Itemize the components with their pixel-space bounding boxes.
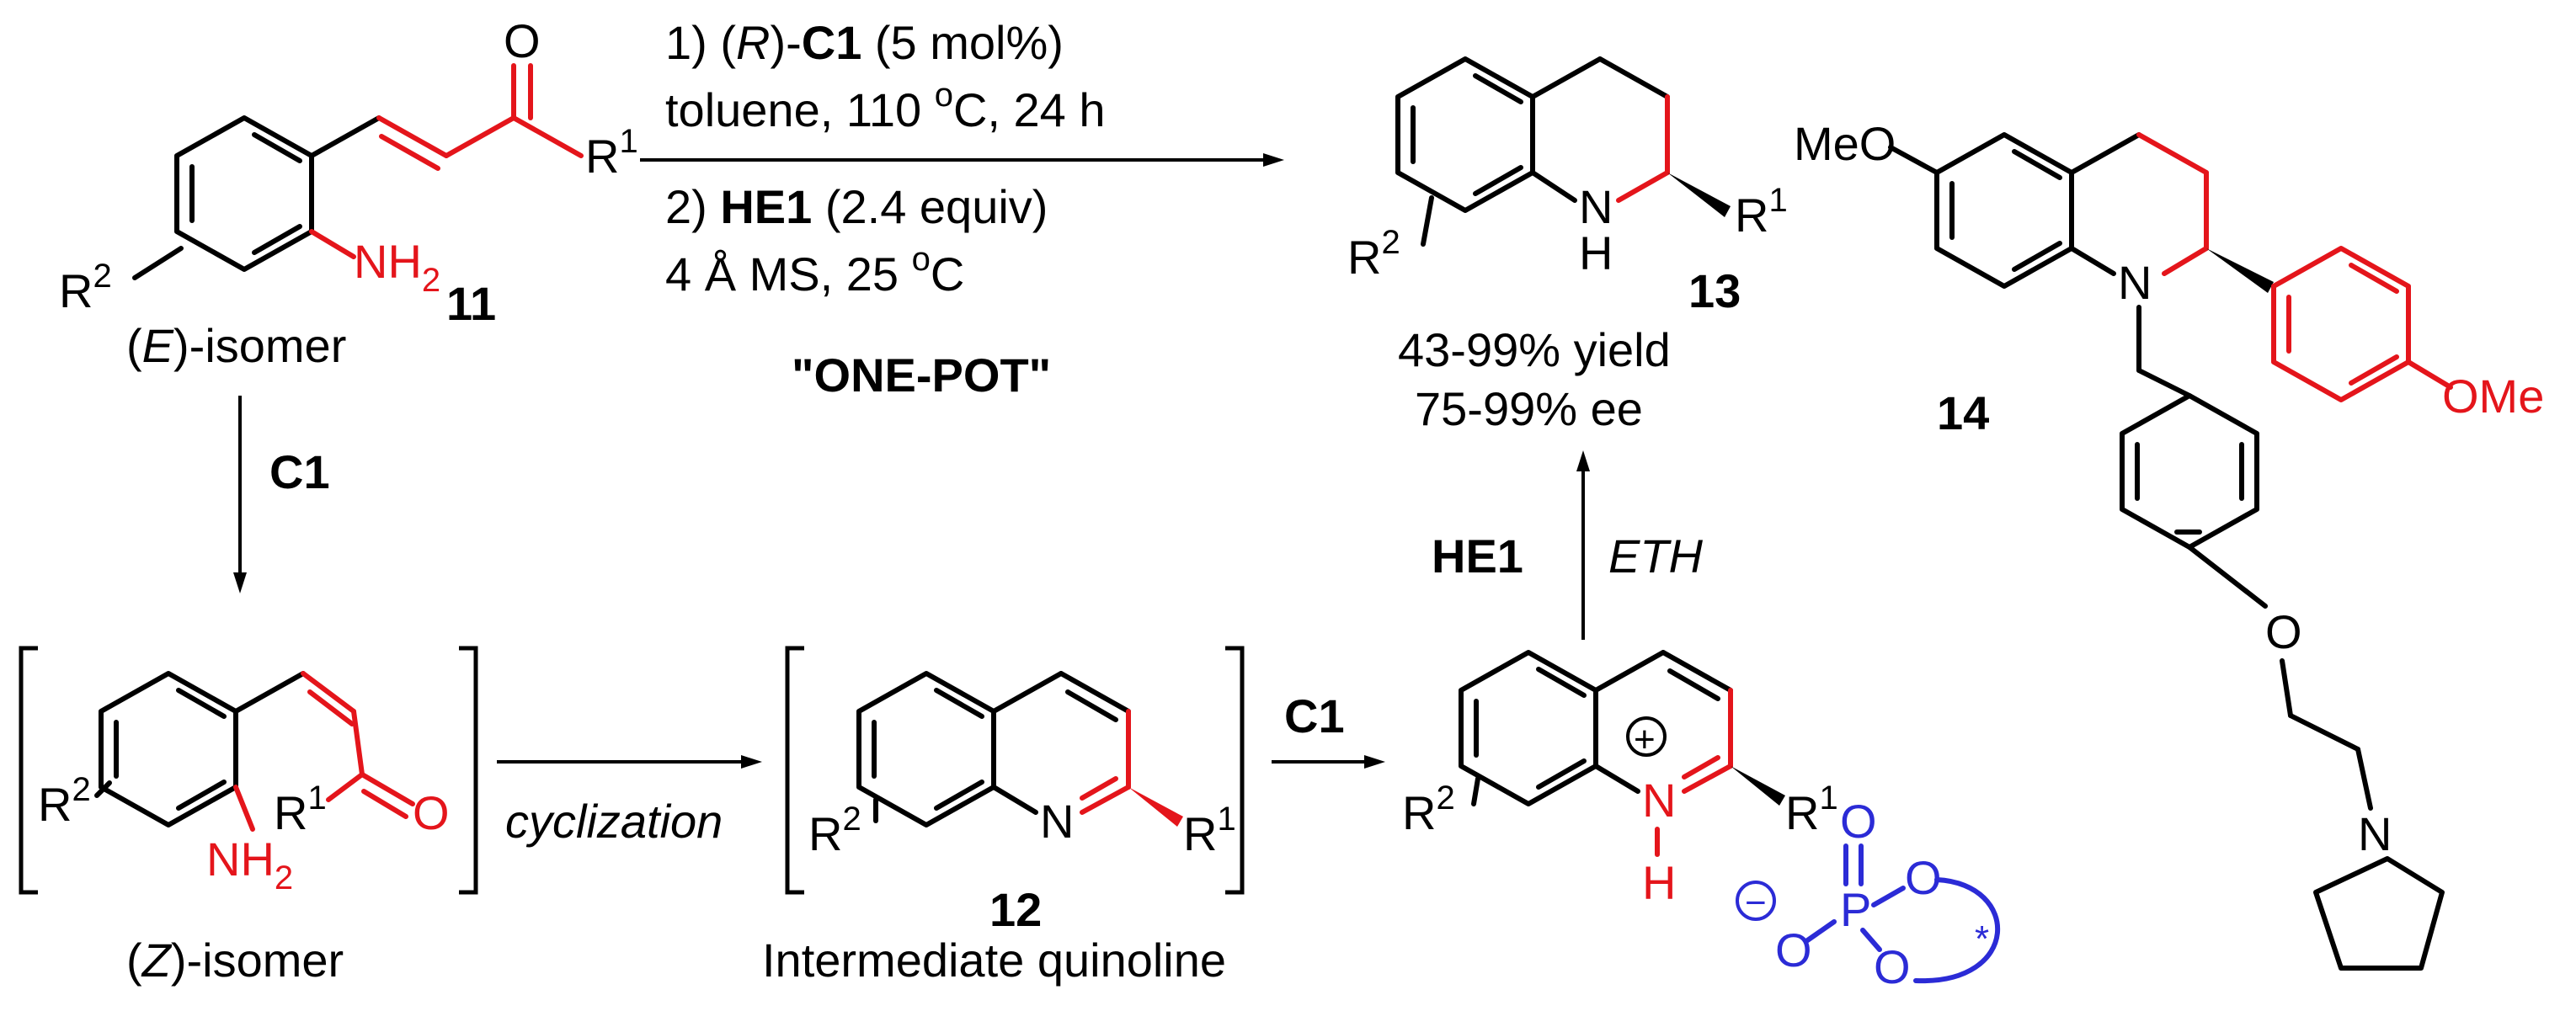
z-isomer: O R1 NH2 R2 (Z)-isomer	[19, 646, 478, 987]
z-nh2-label: NH2	[206, 833, 293, 897]
intermediate-caption: Intermediate quinoline	[762, 934, 1226, 987]
h-label: H	[1579, 226, 1613, 279]
one-pot-label: "ONE-POT"	[792, 349, 1051, 402]
r2-label: R2	[1402, 780, 1455, 839]
ion-pair: + N H R1 R2 − O P O O O *	[1402, 650, 2001, 993]
minus-charge: −	[1745, 882, 1767, 923]
compound-11-number: 11	[446, 277, 496, 330]
compound-11: O R1 NH2 R2 11 (E)-isomer	[59, 14, 638, 372]
r2-label: R2	[59, 258, 112, 317]
phosphate-o-right: O	[1905, 851, 1942, 904]
r1-label: R1	[1785, 780, 1838, 839]
compound-12: N R1 R2 12 Intermediate quinoline	[762, 646, 1245, 987]
compound-13-number: 13	[1688, 264, 1741, 317]
n-label: N	[1642, 774, 1676, 827]
up-arrow-process: ETH	[1608, 529, 1704, 583]
r1-label: R1	[1183, 801, 1236, 860]
meo-label: MeO	[1794, 117, 1896, 170]
ome-label: OMe	[2442, 370, 2544, 423]
phosphate-o-top: O	[1840, 795, 1877, 848]
step1-line: 1) (R)-C1 (5 mol%)	[665, 16, 1064, 69]
wedge-bond	[1667, 173, 1731, 217]
n-label: N	[2118, 256, 2152, 309]
n-label: N	[1040, 795, 1074, 848]
plus-charge: +	[1634, 719, 1656, 760]
plus-charge-circle	[1626, 716, 1667, 757]
yield-label: 43-99% yield	[1398, 323, 1671, 376]
c1-arrow-head	[1364, 755, 1385, 769]
down-arrow-head	[233, 572, 247, 593]
up-arrow-group: HE1 ETH	[1432, 450, 1704, 640]
compound-14: MeO N OMe 14 O N	[1794, 117, 2544, 971]
ee-label: 75-99% ee	[1415, 382, 1643, 435]
carbonyl-o-label: O	[504, 14, 541, 67]
compound-13: N H R1 R2 13 43-99% yield 75-99% ee	[1347, 56, 1788, 435]
ether-o-label: O	[2265, 605, 2302, 658]
up-arrow-reagent: HE1	[1432, 529, 1523, 583]
chiral-star: *	[1975, 918, 1989, 960]
r2-label: R2	[808, 801, 861, 860]
down-arrow-group: C1	[233, 396, 330, 593]
step2-line: 2) HE1 (2.4 equiv)	[665, 180, 1048, 233]
r1-label: R1	[1735, 182, 1788, 242]
nh2-label: NH2	[354, 235, 440, 299]
down-arrow-label: C1	[269, 445, 330, 498]
step2-conditions: 4 Å MS, 25 oC	[665, 241, 964, 301]
z-r2-label: R2	[38, 771, 91, 831]
z-r1-label: R1	[274, 780, 327, 839]
z-isomer-label: (Z)-isomer	[126, 934, 344, 987]
compound-14-number: 14	[1937, 386, 1989, 439]
phosphorus-label: P	[1840, 883, 1871, 936]
step1-conditions: toluene, 110 oC, 24 h	[665, 77, 1106, 136]
top-conditions: 1) (R)-C1 (5 mol%) toluene, 110 oC, 24 h…	[640, 16, 1284, 402]
phosphate-o-bottom: O	[1874, 940, 1911, 993]
r1-label: R1	[585, 123, 638, 183]
c1-arrow-label: C1	[1284, 689, 1345, 742]
wedge-bond	[1731, 766, 1785, 806]
compound-12-number: 12	[989, 883, 1042, 936]
n-label: N	[1579, 180, 1613, 233]
top-arrow-head	[1263, 153, 1284, 167]
up-arrow-head	[1576, 450, 1590, 471]
z-o-label: O	[413, 786, 450, 839]
cyclization-label: cyclization	[505, 795, 723, 848]
cyclization-arrow-head	[741, 755, 762, 769]
e-isomer-label: (E)-isomer	[126, 319, 346, 372]
pyrrolidine-n-label: N	[2358, 807, 2392, 860]
phosphate-o-left: O	[1775, 923, 1812, 976]
r2-label: R2	[1347, 224, 1400, 284]
wedge-bond	[2206, 248, 2274, 293]
cyclization-arrow-group: cyclization	[497, 755, 762, 848]
binol-backbone-arc	[1913, 877, 2001, 984]
minus-charge-circle	[1736, 881, 1776, 921]
wedge-bond	[1128, 787, 1183, 827]
h-label: H	[1642, 856, 1676, 909]
c1-arrow-group: C1	[1272, 689, 1385, 769]
